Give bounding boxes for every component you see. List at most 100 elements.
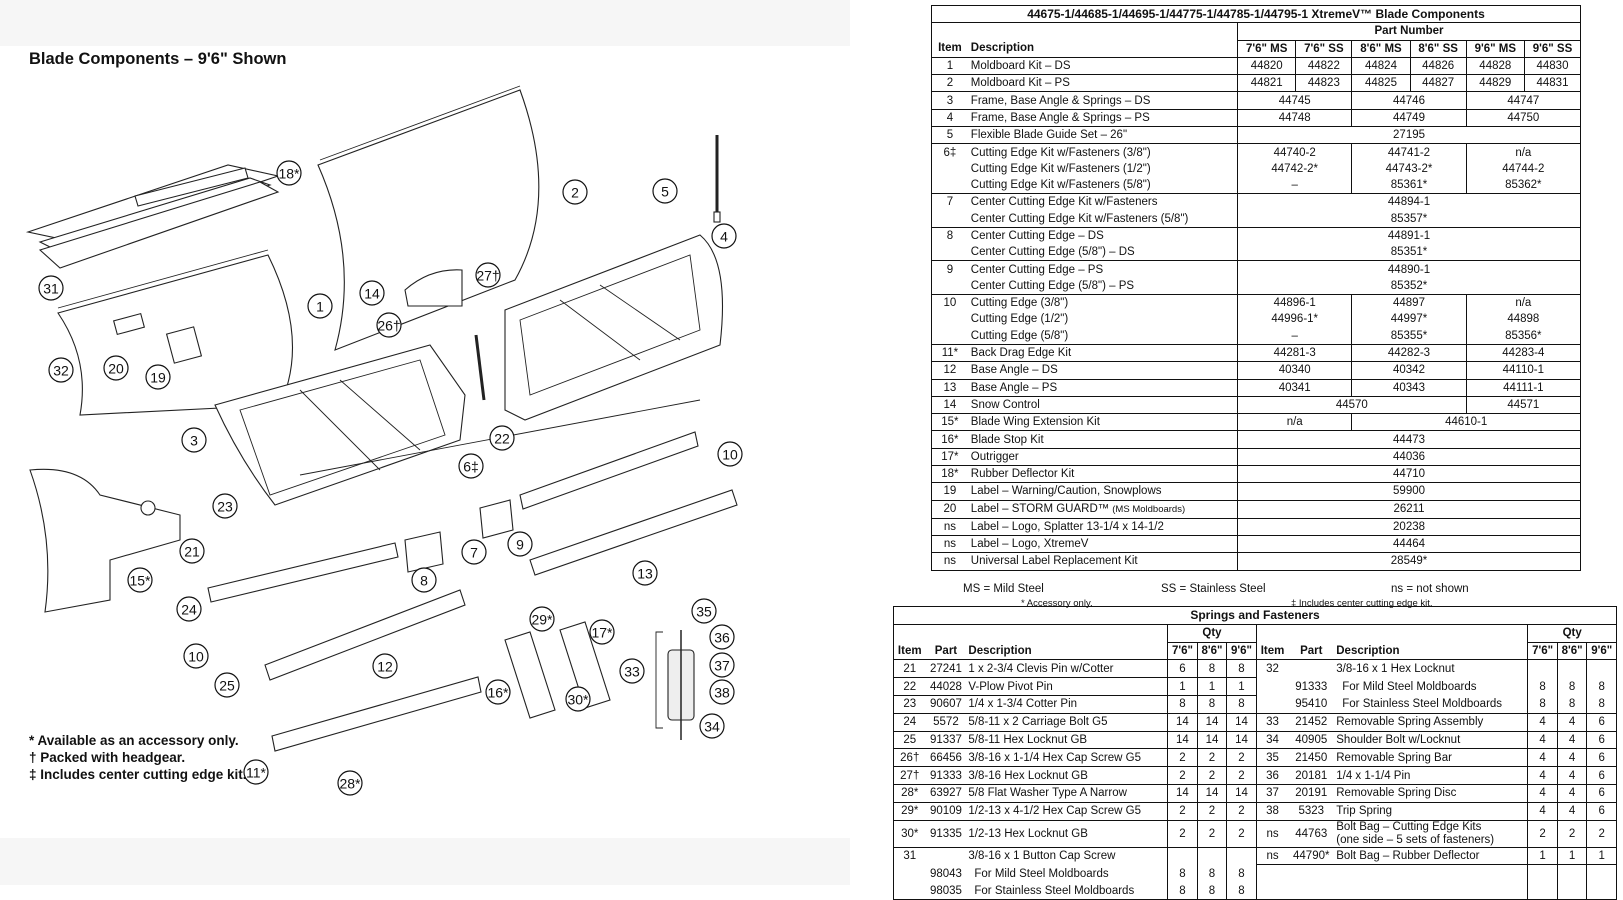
callout-circle <box>212 493 238 519</box>
qty-cell: 8 <box>1556 677 1587 696</box>
callout-circle <box>145 364 171 390</box>
springs-col-1: Part <box>934 644 958 657</box>
qty-cell <box>1196 847 1227 865</box>
part-number-cell: – <box>1237 327 1352 345</box>
description-text: For Mild Steel Moldboards <box>974 867 1109 880</box>
description-cell: Moldboard Kit – DS <box>967 57 1238 76</box>
callout-23: 24 <box>176 596 202 622</box>
part-cell: 91335 <box>925 820 967 848</box>
part-cell: 90607 <box>925 695 967 714</box>
description-cell: Bolt Bag – Rubber Deflector <box>1334 847 1528 866</box>
description-text: 3/8-16 x 1-1/4 Hex Cap Screw G5 <box>968 751 1141 764</box>
callout-29: 35 <box>691 598 717 624</box>
springs-col-4: 8'6" <box>1196 642 1227 660</box>
callout-label: 1 <box>316 299 324 315</box>
description-text: Base Angle – DS <box>970 364 1058 377</box>
part-number-cell: 44829 <box>1465 74 1525 93</box>
description-cell: Label – Logo, XtremeV <box>967 535 1238 554</box>
part-cell <box>926 847 967 865</box>
part-number-cell: n/a <box>1237 413 1352 432</box>
description-cell: Trip Spring <box>1334 802 1528 821</box>
callout-36: 34 <box>699 713 725 739</box>
qty-cell: 8 <box>1527 677 1558 696</box>
description-cell: Cutting Edge Kit w/Fasteners (1/2") <box>968 161 1238 177</box>
qty-cell: 2 <box>1586 820 1617 848</box>
part-number-cell: 44110-1 <box>1465 361 1582 380</box>
components-row: Cutting Edge (1/2")44996-1*44997*44898 <box>930 311 1582 328</box>
description-cell: 1/4 x 1-3/4 Cotter Pin <box>966 695 1168 714</box>
description-text: 5/8-11 x 2 Carriage Bolt G5 <box>968 716 1108 729</box>
description-cell: Center Cutting Edge Kit w/Fasteners <box>968 194 1238 211</box>
part-cell: 63927 <box>925 784 967 803</box>
part-cell <box>1288 660 1334 678</box>
callout-circle <box>176 596 202 622</box>
callout-17: 21 <box>179 538 205 564</box>
part-cell <box>1288 865 1334 882</box>
description-cell: Label – Warning/Caution, Snowplows <box>967 482 1238 501</box>
callout-label: 30* <box>567 692 589 708</box>
qty-cell: 2 <box>1196 766 1227 785</box>
qty-cell: 2 <box>1556 820 1587 848</box>
callout-circle <box>652 178 678 204</box>
callout-label: 34 <box>704 719 720 735</box>
description-cell: Base Angle – DS <box>967 361 1238 380</box>
callout-circle <box>376 312 402 338</box>
callout-18: 15* <box>127 567 153 593</box>
callout-label: 23 <box>217 499 233 515</box>
part-cell: 98043 <box>929 867 962 880</box>
components-row: Center Cutting Edge Kit w/Fasteners (5/8… <box>930 210 1581 228</box>
callout-circle <box>458 453 484 479</box>
description-text: Snow Control <box>970 398 1040 411</box>
item-cell: 25 <box>893 731 926 750</box>
description-text: Cutting Edge Kit w/Fasteners (5/8") <box>970 179 1151 192</box>
description-text: 3/8-16 x 1 Button Cap Screw <box>968 850 1116 863</box>
item-cell: 7 <box>930 193 968 211</box>
part-number-cell: 85357* <box>1237 210 1581 228</box>
description-cell: Outrigger <box>967 448 1238 467</box>
part-cell: 95410 <box>1288 695 1335 714</box>
callout-label: 33 <box>624 664 640 680</box>
description-cell: 3/8-16 x 1 Button Cap Screw <box>966 847 1167 865</box>
description-cell: Cutting Edge (1/2") <box>968 311 1238 327</box>
part-number-cell: 44997* <box>1351 311 1467 328</box>
note-headgear: † Packed with headgear. <box>29 750 186 765</box>
item-cell: 35 <box>1255 748 1289 768</box>
part-number-cell: 40342 <box>1351 361 1467 380</box>
part-number-cell: 44464 <box>1237 535 1581 554</box>
qty-cell: 2 <box>1167 820 1198 848</box>
cutting-edge-ds-drawing <box>207 542 399 603</box>
part-number-cell: 44571 <box>1465 396 1582 415</box>
part-number-cell: 85352* <box>1237 277 1581 296</box>
part-number-cell: 44745 <box>1237 91 1352 110</box>
part-number-cell: 44898 <box>1465 311 1582 328</box>
callout-circle <box>709 679 735 705</box>
item-cell: 4 <box>930 109 968 128</box>
part-number-cell: 44826 <box>1409 57 1467 76</box>
part-number-cell: 44830 <box>1523 57 1582 76</box>
item-cell: 38 <box>1255 802 1289 821</box>
callout-2: 5 <box>652 178 678 204</box>
callout-14: 6‡ <box>458 453 484 479</box>
item-cell: 23 <box>893 695 926 714</box>
callout-label: 35 <box>696 604 712 620</box>
qty-cell: 8 <box>1226 864 1257 883</box>
springs-col-4: 8'6" <box>1556 642 1587 660</box>
callout-0: 18* <box>276 160 302 186</box>
part-number-cell: 44894-1 <box>1237 193 1581 211</box>
description-text: 5/8-11 Hex Locknut GB <box>968 733 1088 746</box>
part-number-cell: 44825 <box>1351 74 1411 93</box>
callout-label: 18* <box>278 166 300 182</box>
callout-label: 7 <box>470 545 478 561</box>
callout-circle <box>711 223 737 249</box>
part-number-cell: 44890-1 <box>1237 260 1581 278</box>
description-cell: Cutting Edge Kit w/Fasteners (5/8") <box>967 176 1238 195</box>
callout-label: 13 <box>637 566 653 582</box>
